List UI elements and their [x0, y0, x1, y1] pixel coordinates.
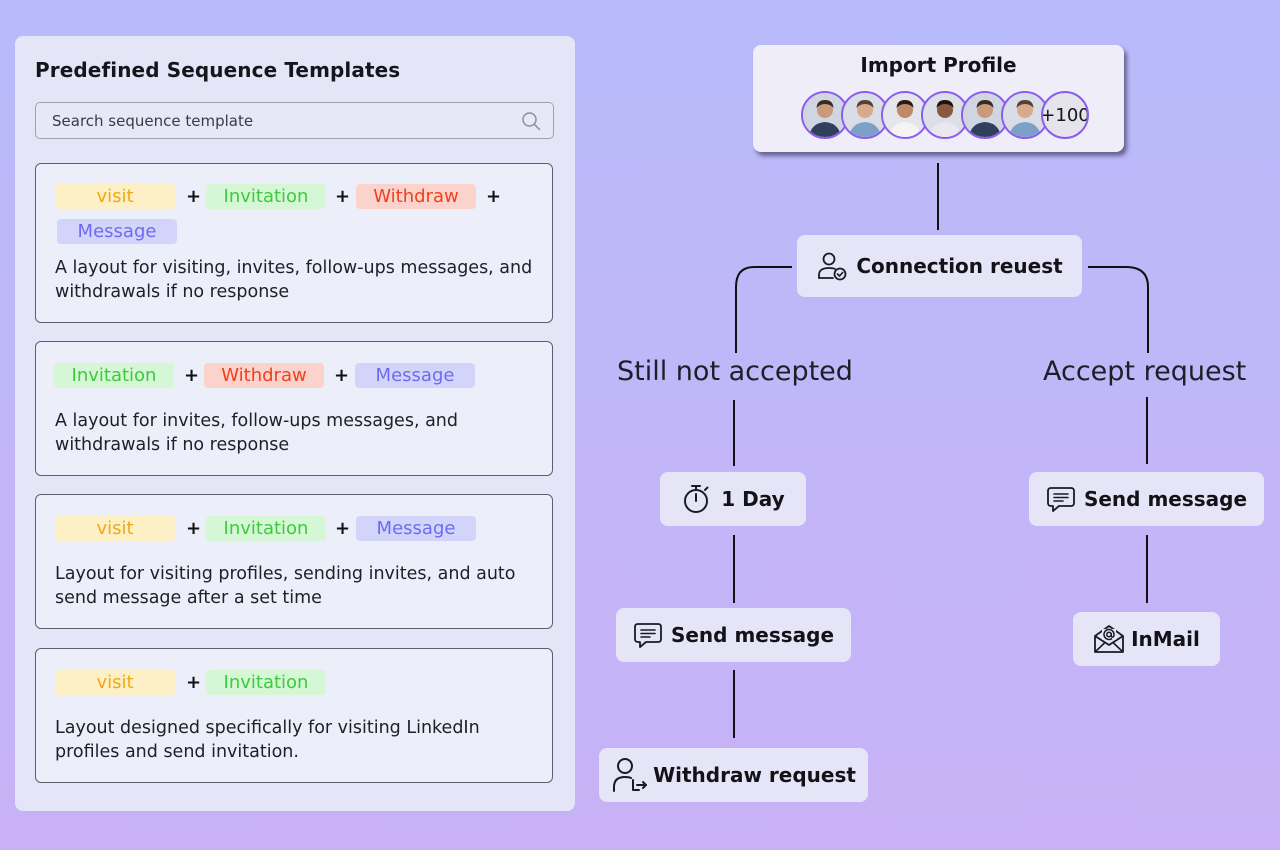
template-card[interactable]: visit + Invitation Layout designed speci…: [35, 648, 553, 783]
inmail-node[interactable]: InMail: [1073, 612, 1220, 666]
import-profile-node[interactable]: Import Profile +100: [753, 45, 1124, 152]
tag-invitation: Invitation: [54, 363, 174, 388]
tag-withdraw: Withdraw: [356, 184, 476, 209]
connector-line: [1146, 535, 1148, 603]
branch-connector-right: [1088, 266, 1149, 353]
connector-line: [733, 535, 735, 603]
chat-message-icon: [634, 623, 662, 648]
tag-invitation: Invitation: [206, 184, 326, 209]
delay-node[interactable]: 1 Day: [660, 472, 806, 526]
tag-message: Message: [355, 363, 475, 388]
search-box[interactable]: [35, 102, 554, 139]
avatar-stack: +100: [801, 91, 1091, 139]
stopwatch-icon: [684, 485, 709, 513]
withdraw-request-label: Withdraw request: [653, 763, 856, 787]
template-card[interactable]: visit + Invitation + Message Layout for …: [35, 494, 553, 629]
tag-visit: visit: [55, 670, 175, 695]
template-description: Layout designed specifically for visitin…: [55, 718, 480, 762]
connector-line: [733, 400, 735, 466]
plus-sign: +: [186, 518, 202, 539]
connection-request-label: Connection reuest: [856, 254, 1063, 278]
send-message-node[interactable]: Send message: [616, 608, 851, 662]
connector-line: [733, 670, 735, 738]
user-withdraw-icon: [613, 758, 648, 792]
plus-sign: +: [486, 186, 502, 207]
template-card[interactable]: Invitation + Withdraw + Message A layout…: [35, 341, 553, 476]
tag-message: Message: [356, 516, 476, 541]
inmail-label: InMail: [1131, 627, 1200, 651]
tag-withdraw: Withdraw: [204, 363, 324, 388]
email-envelope-icon: [1094, 625, 1124, 653]
tag-invitation: Invitation: [206, 516, 326, 541]
user-check-icon: [818, 252, 847, 281]
plus-sign: +: [186, 672, 202, 693]
template-card[interactable]: visit + Invitation + Withdraw + Message …: [35, 163, 553, 323]
tag-visit: visit: [55, 516, 175, 541]
avatar: [1001, 91, 1049, 139]
send-message-node[interactable]: Send message: [1029, 472, 1264, 526]
connection-request-node[interactable]: Connection reuest: [797, 235, 1082, 297]
search-icon[interactable]: [521, 111, 541, 131]
avatar: [801, 91, 849, 139]
panel-title: Predefined Sequence Templates: [35, 58, 401, 82]
connector-line: [937, 163, 939, 230]
avatar: [881, 91, 929, 139]
plus-sign: +: [334, 365, 350, 386]
plus-sign: +: [335, 186, 351, 207]
delay-label: 1 Day: [721, 487, 785, 511]
avatar: [841, 91, 889, 139]
withdraw-request-node[interactable]: Withdraw request: [599, 748, 868, 802]
template-description: A layout for visiting, invites, follow-u…: [55, 258, 533, 302]
template-description: A layout for invites, follow-ups message…: [55, 411, 458, 455]
sequence-templates-panel: Predefined Sequence Templates visit + In…: [15, 36, 575, 811]
branch-connector-left: [735, 266, 792, 353]
tag-visit: visit: [55, 184, 175, 209]
tag-invitation: Invitation: [206, 670, 326, 695]
branch-label-not-accepted: Still not accepted: [617, 356, 853, 387]
search-input[interactable]: [36, 103, 506, 138]
chat-message-icon: [1047, 487, 1075, 512]
plus-sign: +: [186, 186, 202, 207]
import-profile-title: Import Profile: [860, 53, 1017, 77]
send-message-label: Send message: [1083, 487, 1248, 511]
tag-message: Message: [57, 219, 177, 244]
send-message-label: Send message: [670, 623, 835, 647]
avatar-count-badge: +100: [1041, 91, 1089, 139]
plus-sign: +: [184, 365, 200, 386]
branch-label-accepted: Accept request: [1043, 356, 1247, 387]
connector-line: [1146, 397, 1148, 464]
template-description: Layout for visiting profiles, sending in…: [55, 564, 516, 608]
plus-sign: +: [335, 518, 351, 539]
